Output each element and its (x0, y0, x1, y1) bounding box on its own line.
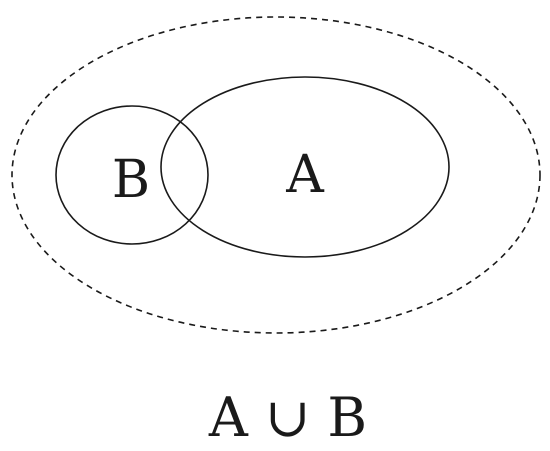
set-a-ellipse (160, 76, 450, 258)
set-b-circle (55, 105, 209, 245)
union-region-outline (11, 16, 541, 334)
set-a-label: A (285, 145, 325, 205)
set-b-label: B (112, 150, 150, 210)
diagram-caption: A ∪ B (208, 386, 367, 449)
